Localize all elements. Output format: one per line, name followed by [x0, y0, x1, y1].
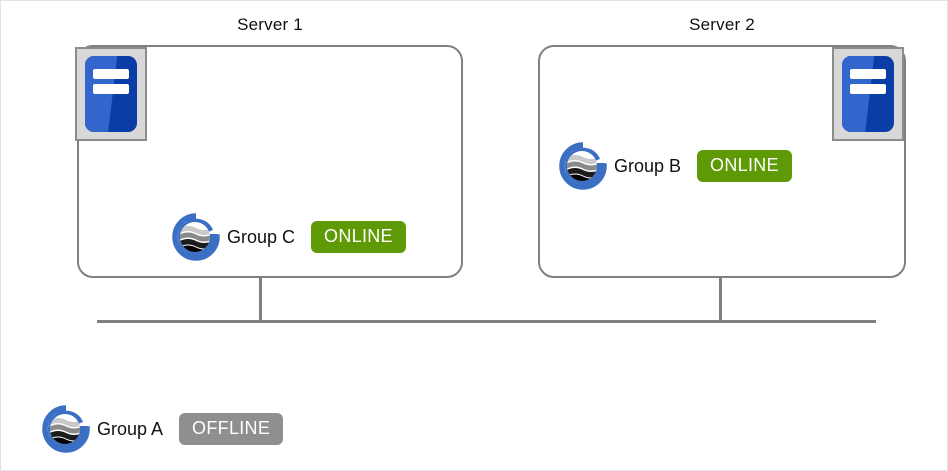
group-b-status-badge[interactable]: ONLINE — [697, 150, 792, 182]
server-2-connector-line — [719, 278, 722, 322]
group-globe-logo — [172, 213, 220, 261]
group-b-label: Group B — [614, 155, 682, 176]
server-slot-1 — [850, 68, 886, 79]
server-slot-2 — [93, 84, 129, 94]
server-slot-2 — [850, 84, 886, 94]
group-c-status-badge[interactable]: ONLINE — [311, 221, 406, 253]
group-row-c[interactable]: Group C ONLINE — [171, 212, 406, 262]
server-1-connector-line — [259, 278, 262, 322]
server-2-machine-icon — [832, 47, 904, 141]
server-1-machine-icon — [75, 47, 147, 141]
group-a-label: Group A — [97, 418, 164, 439]
group-a-status-badge[interactable]: OFFLINE — [179, 413, 284, 445]
server-2-title: Server 2 — [689, 15, 755, 34]
server-chassis-highlight — [85, 56, 118, 132]
group-c-label: Group C — [227, 226, 296, 247]
group-globe-logo — [559, 142, 607, 190]
server-chassis — [85, 56, 137, 132]
server-chassis-highlight — [842, 56, 875, 132]
server-slot-1 — [93, 68, 129, 79]
server-chassis — [842, 56, 894, 132]
server-1-title: Server 1 — [237, 15, 303, 34]
group-row-a[interactable]: Group A OFFLINE — [41, 404, 284, 454]
network-bus-line — [97, 320, 876, 323]
group-row-b[interactable]: Group B ONLINE — [558, 141, 792, 191]
group-globe-logo — [42, 405, 90, 453]
